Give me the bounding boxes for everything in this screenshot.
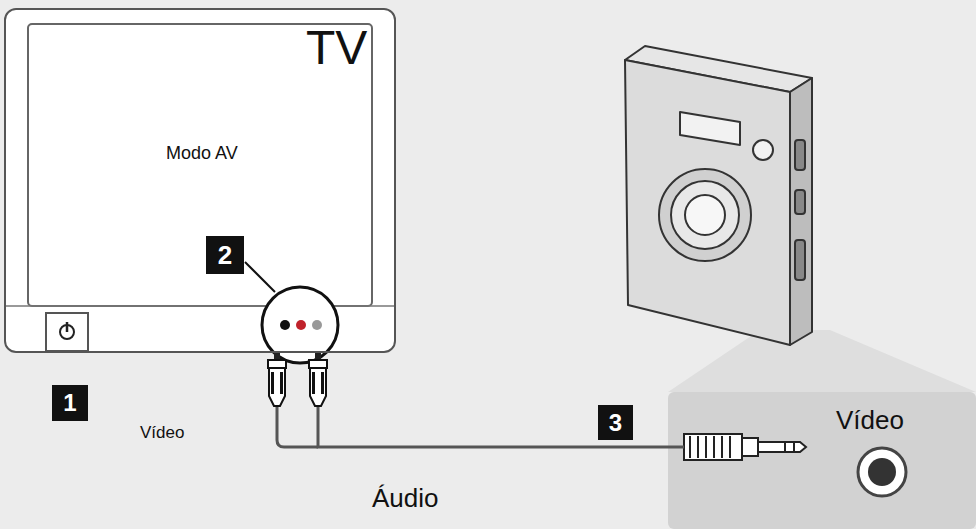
plug-collar	[309, 360, 327, 368]
wire-label: Áudio	[372, 484, 439, 513]
camera-front	[625, 60, 790, 345]
callout-wedge	[668, 330, 976, 392]
video-port-panel: Vídeo	[668, 392, 976, 529]
camera-side	[790, 78, 812, 345]
rca-plug	[268, 352, 286, 406]
tv-bezel-line	[6, 305, 394, 307]
av-cable	[318, 353, 684, 447]
video-jack-hole	[868, 458, 896, 486]
plug-collar	[268, 360, 286, 368]
plug-grip	[312, 372, 315, 394]
plug-ridge	[689, 436, 691, 458]
plug-ridge	[729, 436, 731, 458]
plug-grip	[321, 372, 324, 394]
camera-viewfinder	[753, 140, 773, 160]
jack-grey	[312, 320, 322, 330]
video-jack	[858, 448, 906, 496]
camera-port	[795, 240, 805, 280]
camera-button	[795, 140, 805, 170]
plug-ridge	[713, 436, 715, 458]
plug-grip	[280, 372, 283, 394]
port-name: Vídeo	[836, 406, 904, 435]
camera	[625, 46, 812, 345]
plug-body	[310, 368, 326, 406]
camera-lens	[671, 181, 739, 249]
plug-collar	[742, 438, 758, 456]
callout-panel	[668, 392, 976, 529]
plug-ring	[793, 442, 795, 452]
camera-lens	[659, 169, 751, 261]
mode-label: Modo AV	[166, 144, 238, 164]
wire-label: Vídeo	[140, 424, 184, 443]
plug-ridge	[705, 436, 707, 458]
power-symbol	[66, 322, 69, 332]
device-name: TV	[306, 22, 367, 75]
plug-ring	[784, 442, 786, 452]
plug-tip	[758, 442, 806, 452]
jack-red	[296, 320, 306, 330]
callout-number: 3	[598, 405, 633, 440]
camera-button	[795, 190, 805, 214]
callout-number: 2	[206, 236, 244, 274]
power-button	[46, 313, 88, 351]
tv-screen-box: TV Modo AV	[4, 8, 396, 353]
plug-ridge	[721, 436, 723, 458]
plug-grip	[271, 372, 274, 394]
cable	[277, 405, 318, 447]
camera-lens	[685, 195, 725, 235]
rca-plug	[309, 352, 327, 406]
leader-line	[245, 262, 275, 292]
plug-ridge	[697, 436, 699, 458]
callout-number: 1	[52, 385, 88, 421]
jack-black	[280, 320, 290, 330]
plug-body	[684, 434, 742, 460]
plug-body	[269, 368, 285, 406]
camera-flash	[680, 112, 740, 145]
tv-body	[4, 8, 396, 353]
minijack-plug	[684, 434, 806, 460]
